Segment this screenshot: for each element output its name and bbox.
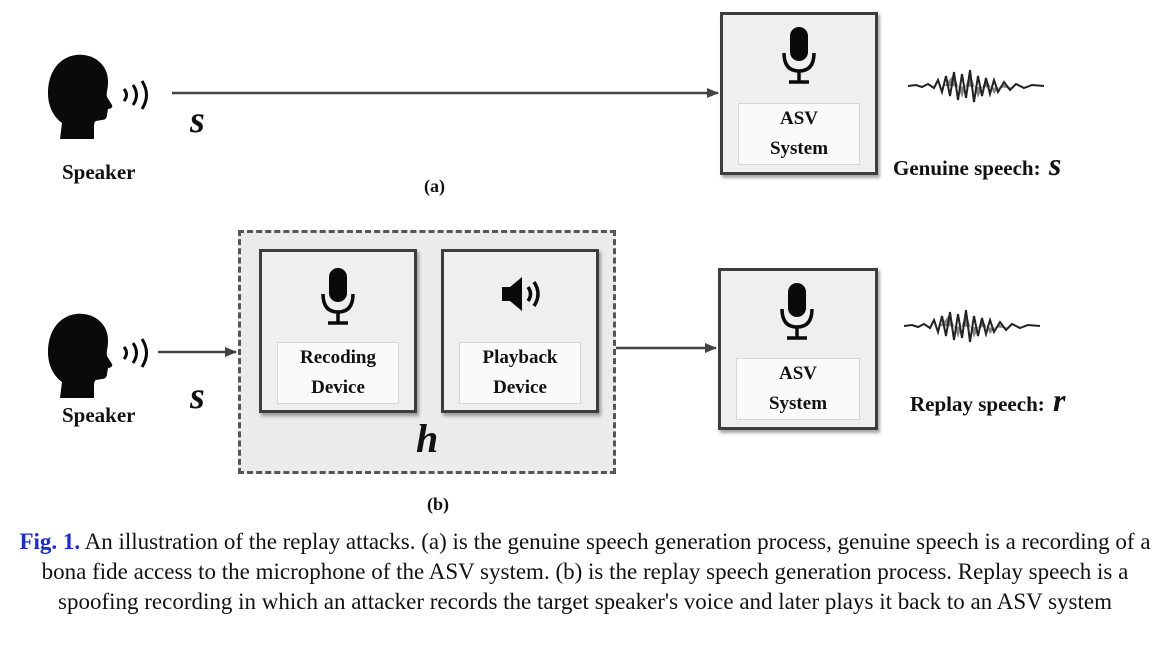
figure-number: Fig. 1. (19, 529, 81, 554)
speaker-head-icon (48, 313, 113, 398)
microphone-icon (780, 283, 814, 340)
figure-caption: Fig. 1. An illustration of the replay at… (0, 527, 1170, 617)
recording-device-box: Recoding Device (259, 249, 417, 413)
playback-line2: Device (493, 377, 547, 398)
signal-label-b: s (190, 375, 205, 417)
asv-system-box-a: ASV System (720, 12, 878, 175)
speaker-label-b: Speaker (62, 403, 136, 427)
channel-label-h: h (416, 416, 439, 461)
replay-speech-text: Replay speech: (910, 392, 1045, 416)
caption-text: An illustration of the replay attacks. (… (41, 529, 1151, 614)
playback-device-box: Playback Device (441, 249, 599, 413)
microphone-icon (321, 268, 355, 325)
panel-label-a: (a) (424, 176, 445, 196)
asv-line2-a: System (769, 138, 829, 159)
recording-device-label: Recoding Device (277, 342, 399, 404)
asv-system-label-a: ASV System (738, 103, 860, 165)
panel-label-b: (b) (427, 494, 449, 514)
playback-device-label: Playback Device (459, 342, 581, 404)
genuine-speech-label: Genuine speech: s (893, 146, 1061, 183)
sound-waves-icon (122, 338, 148, 368)
replay-speech-var: r (1053, 382, 1066, 418)
asv-line1-a: ASV (779, 108, 818, 129)
asv-line2-b: System (768, 393, 828, 414)
replay-attack-diagram: Speaker s ASV System Genuine speech: s (… (48, 12, 1065, 514)
recording-line1: Recoding (300, 347, 376, 368)
playback-line1: Playback (482, 347, 558, 368)
microphone-icon (782, 27, 816, 84)
replay-speech-label: Replay speech: r (910, 382, 1065, 419)
loudspeaker-icon (502, 277, 540, 311)
recording-line2: Device (311, 377, 365, 398)
asv-system-box-b: ASV System (718, 268, 878, 430)
replay-channel-box: Recoding Device Playback Device h (238, 230, 616, 474)
speaker-head-icon (48, 54, 113, 139)
waveform-icon (904, 309, 1040, 343)
arrows-layer (158, 88, 719, 357)
genuine-speech-var: s (1048, 146, 1062, 182)
signal-label-a: s (190, 99, 205, 141)
asv-system-label-b: ASV System (736, 358, 860, 420)
asv-line1-b: ASV (778, 363, 817, 384)
speaker-label-a: Speaker (62, 160, 136, 184)
waveform-icon (908, 69, 1044, 103)
genuine-speech-text: Genuine speech: (893, 156, 1041, 180)
sound-waves-icon (122, 80, 148, 110)
